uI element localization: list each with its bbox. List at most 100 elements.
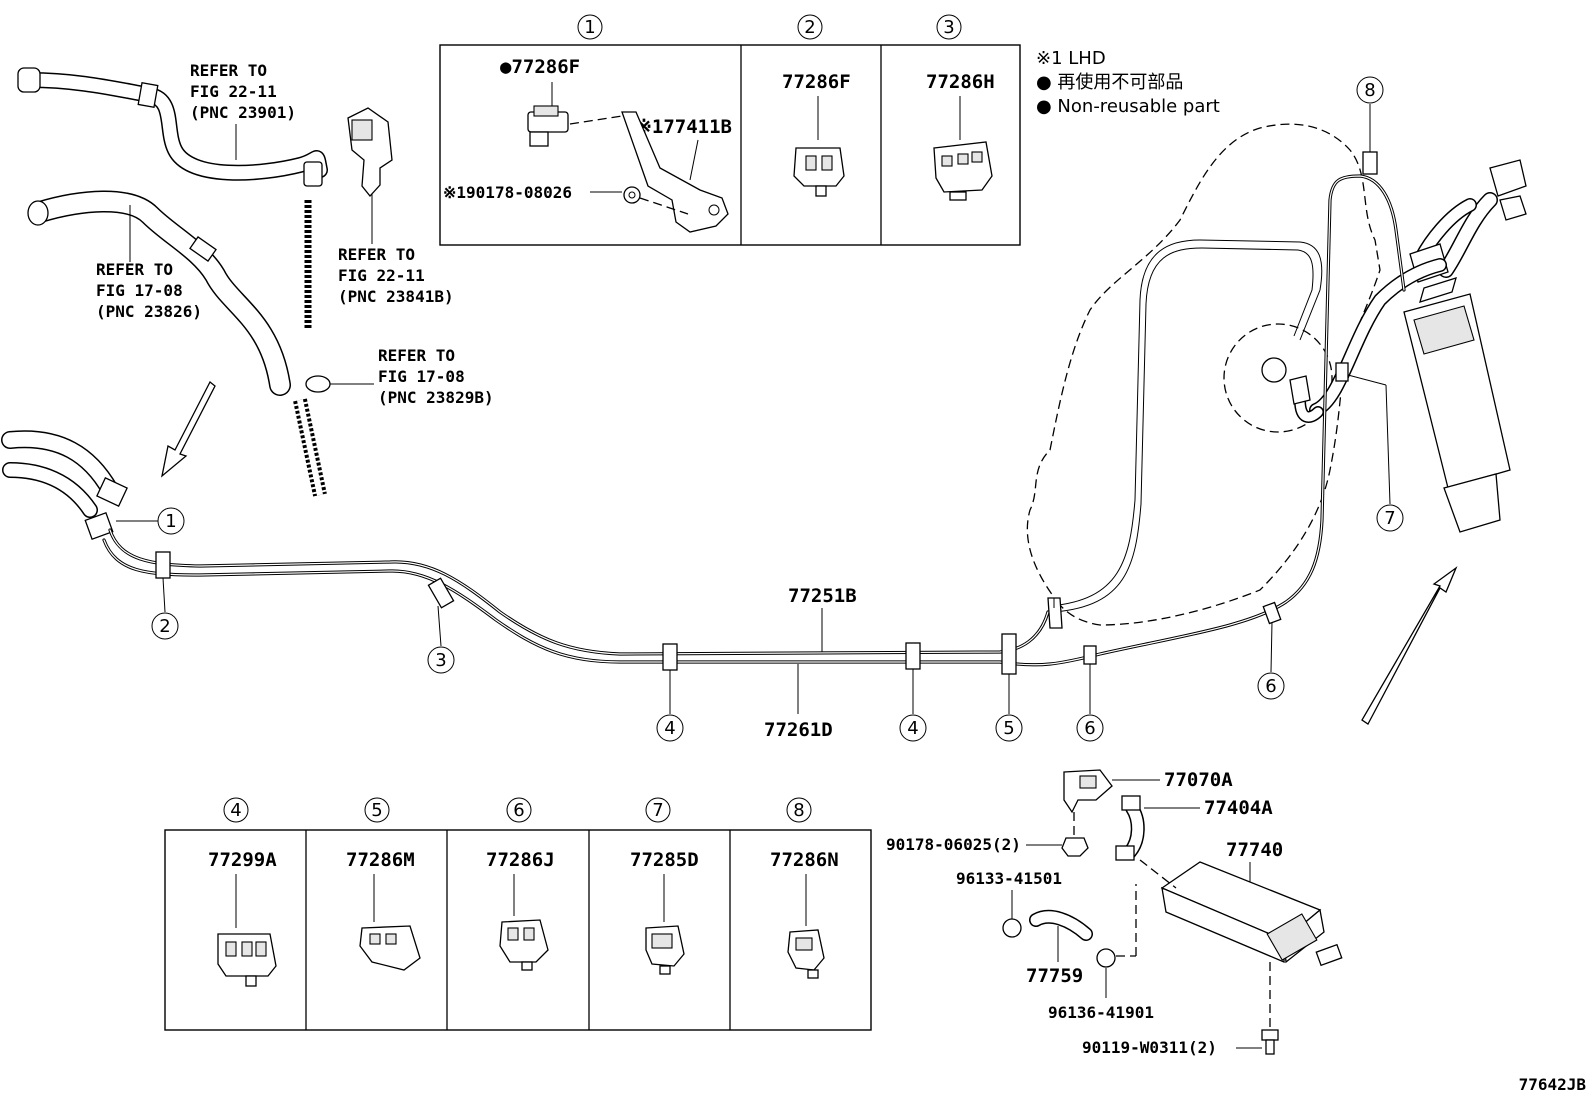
svg-text:2: 2	[159, 616, 170, 637]
svg-text:8: 8	[793, 800, 804, 821]
tube-label-77261D: 77261D	[764, 719, 833, 741]
callout-4b: 4	[899, 669, 927, 742]
fuel-tank-outline	[1026, 123, 1381, 626]
svg-text:FIG 17-08: FIG 17-08	[378, 367, 465, 386]
nut-icon-90178-08026	[623, 186, 641, 204]
svg-text:FIG 17-08: FIG 17-08	[96, 281, 183, 300]
svg-text:7: 7	[1384, 508, 1395, 529]
svg-text:6: 6	[513, 800, 524, 821]
upper-left-hoses	[17, 67, 393, 497]
part-label-77404A: 77404A	[1204, 797, 1273, 819]
refer-note-23901: REFER TO FIG 22-11 (PNC 23901)	[190, 61, 296, 160]
bottom-box-5: 5 77286M	[346, 797, 421, 971]
refer-note-23826: REFER TO FIG 17-08 (PNC 23826)	[96, 205, 202, 321]
callout-7: 7	[1347, 374, 1404, 532]
bracket-icon-77411B	[621, 111, 729, 233]
clamp-2	[155, 551, 171, 579]
clamp-4b	[905, 642, 921, 670]
svg-text:REFER TO: REFER TO	[96, 260, 173, 279]
svg-text:4: 4	[230, 800, 241, 821]
part-label-77070A: 77070A	[1164, 769, 1233, 791]
legend-nonreusable-jp: ● 再使用不可部品	[1036, 72, 1183, 93]
part-label-96136-41901: 96136-41901	[1048, 1003, 1154, 1022]
part-label-90119-W0311: 90119-W0311(2)	[1082, 1038, 1217, 1057]
direction-arrow-down-left	[161, 380, 216, 478]
clamp-6b	[1262, 601, 1282, 625]
clamp-7	[1335, 362, 1349, 382]
charcoal-canister-upper	[1289, 159, 1527, 533]
header-box-2-number: 2	[797, 14, 823, 40]
svg-text:2: 2	[804, 17, 815, 38]
part-label-77740: 77740	[1226, 839, 1283, 861]
callout-3: 3	[427, 605, 455, 674]
svg-text:4: 4	[664, 718, 675, 739]
callout-1: 1	[116, 507, 185, 535]
callout-2: 2	[151, 577, 179, 640]
part-label-90178-08026: ※190178-08026	[443, 183, 572, 202]
tube-label-77251B: 77251B	[788, 585, 857, 607]
part-label-77411B: ※177411B	[636, 116, 732, 138]
clamp-8	[1362, 151, 1378, 175]
svg-text:5: 5	[371, 800, 382, 821]
svg-text:3: 3	[943, 17, 954, 38]
clamp-4a	[662, 643, 678, 671]
callout-4a: 4	[656, 670, 684, 742]
direction-arrow-up-right	[1361, 566, 1458, 725]
bottom-box-7: 7 77285D	[630, 797, 699, 975]
bottom-box-group: 4 77299A 5 77286M 6 77286J	[164, 797, 872, 1031]
svg-text:(PNC 23826): (PNC 23826)	[96, 302, 202, 321]
bottom-box-6: 6 77286J	[486, 797, 555, 971]
legend-nonreusable-en: ● Non-reusable part	[1036, 96, 1220, 117]
svg-text:3: 3	[435, 650, 446, 671]
part-label-77286F-box1: ●77286F	[500, 56, 580, 78]
legend-lhd: ※1 LHD	[1036, 48, 1106, 69]
part-label-96133-41501: 96133-41501	[956, 869, 1062, 888]
header-box-1-number: 1	[577, 14, 603, 40]
part-label-77286J: 77286J	[486, 849, 555, 871]
clamp-6a	[1083, 645, 1097, 665]
svg-text:FIG 22-11: FIG 22-11	[190, 82, 277, 101]
svg-text:(PNC 23901): (PNC 23901)	[190, 103, 296, 122]
clamp-5	[1001, 633, 1017, 675]
svg-text:REFER TO: REFER TO	[378, 346, 455, 365]
bottom-box-4: 4 77299A	[208, 797, 277, 987]
header-box-3-number: 3	[936, 14, 962, 40]
part-label-77759: 77759	[1026, 965, 1083, 987]
main-tube-assembly: 77251B 77261D	[1, 151, 1406, 741]
part-label-77286N: 77286N	[770, 849, 839, 871]
svg-text:(PNC 23841B): (PNC 23841B)	[338, 287, 454, 306]
part-label-77286H: 77286H	[926, 71, 995, 93]
svg-text:6: 6	[1265, 676, 1276, 697]
part-label-77286M: 77286M	[346, 849, 415, 871]
bottom-box-8: 8 77286N	[770, 797, 839, 979]
svg-text:1: 1	[165, 511, 176, 532]
svg-text:REFER TO: REFER TO	[338, 245, 415, 264]
part-label-77286F-box2: 77286F	[782, 71, 851, 93]
clip-icon-77286H	[933, 96, 993, 201]
refer-note-23829B: REFER TO FIG 17-08 (PNC 23829B)	[330, 346, 494, 407]
callout-6b: 6	[1257, 621, 1285, 700]
callout-5: 5	[995, 674, 1023, 742]
clamp-3	[427, 577, 455, 609]
svg-text:1: 1	[584, 17, 595, 38]
canister-exploded-view: 77070A 77404A 90178-06025(2) 77740 96133…	[886, 769, 1343, 1057]
svg-text:(PNC 23829B): (PNC 23829B)	[378, 388, 494, 407]
svg-text:REFER TO: REFER TO	[190, 61, 267, 80]
legend: ※1 LHD ● 再使用不可部品 ● Non-reusable part	[1036, 48, 1220, 117]
svg-text:5: 5	[1003, 718, 1014, 739]
svg-text:FIG 22-11: FIG 22-11	[338, 266, 425, 285]
part-label-90178-06025: 90178-06025(2)	[886, 835, 1021, 854]
part-label-77285D: 77285D	[630, 849, 699, 871]
refer-note-23841B: REFER TO FIG 22-11 (PNC 23841B)	[338, 194, 454, 306]
figure-id: 77642JB	[1519, 1075, 1587, 1094]
svg-text:8: 8	[1364, 80, 1375, 101]
svg-text:4: 4	[907, 718, 918, 739]
svg-text:7: 7	[652, 800, 663, 821]
clip-icon-77286F-box1	[527, 82, 569, 147]
callout-6a: 6	[1076, 664, 1104, 742]
callout-8: 8	[1356, 76, 1384, 152]
clip-icon-77286F-box2	[793, 96, 845, 197]
svg-text:6: 6	[1084, 718, 1095, 739]
part-label-77299A: 77299A	[208, 849, 277, 871]
